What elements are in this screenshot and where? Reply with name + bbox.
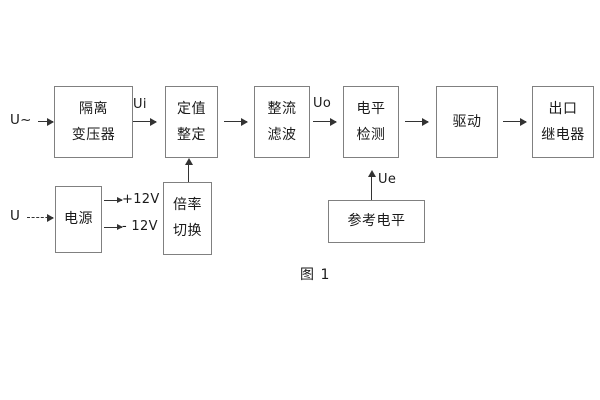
block-multiplier-switch-line1: 倍率 — [173, 197, 202, 214]
arrow-level-detection-to-drive — [405, 117, 429, 126]
arrow-ac-to-isolation-transformer — [38, 117, 54, 126]
block-rectify-filter-line2: 滤波 — [267, 126, 297, 143]
arrow-dc-to-power-supply — [27, 214, 54, 222]
arrow-power-supply-positive-rail — [104, 196, 123, 203]
input-label-ac: U~ — [10, 112, 32, 128]
block-level-detection: 电平 检测 — [343, 86, 399, 158]
block-power-supply: 电源 — [55, 186, 102, 253]
block-reference-level-line1: 参考电平 — [347, 213, 406, 230]
arrow-reference-level-to-level-detection — [367, 170, 376, 200]
block-rectify-filter-line1: 整流 — [267, 100, 297, 117]
arrow-power-supply-negative-rail — [104, 223, 123, 230]
arrow-setpoint-to-rectify-filter — [224, 117, 248, 126]
block-isolation-transformer-line2: 变压器 — [71, 126, 116, 143]
block-isolation-transformer-line1: 隔离 — [79, 100, 108, 117]
block-setpoint-setting-line2: 整定 — [177, 126, 206, 143]
block-output-relay-line1: 出口 — [548, 100, 578, 117]
block-drive: 驱动 — [436, 86, 498, 158]
arrow-drive-to-output-relay — [503, 117, 527, 126]
rail-label-negative: - 12V — [122, 219, 158, 234]
arrow-rectify-filter-to-level-detection — [313, 117, 337, 126]
block-multiplier-switch: 倍率 切换 — [163, 182, 212, 255]
figure-caption: 图 1 — [300, 267, 331, 283]
block-reference-level: 参考电平 — [328, 200, 425, 243]
block-level-detection-line1: 电平 — [356, 100, 386, 117]
rail-label-positive: +12V — [122, 192, 160, 207]
block-rectify-filter: 整流 滤波 — [254, 86, 310, 158]
block-drive-line1: 驱动 — [452, 113, 482, 130]
arrow-isolation-transformer-to-setpoint — [133, 117, 157, 126]
block-output-relay-line2: 继电器 — [541, 126, 585, 143]
block-output-relay: 出口 继电器 — [532, 86, 594, 158]
signal-label-ue: Ue — [378, 172, 397, 187]
arrow-multiplier-switch-to-setpoint — [184, 158, 193, 182]
block-multiplier-switch-line2: 切换 — [173, 223, 202, 239]
block-isolation-transformer: 隔离 变压器 — [54, 86, 133, 158]
block-power-supply-line1: 电源 — [64, 211, 93, 228]
block-setpoint-setting-line1: 定值 — [177, 100, 206, 117]
block-level-detection-line2: 检测 — [356, 126, 386, 143]
block-setpoint-setting: 定值 整定 — [165, 86, 218, 158]
signal-label-ui: Ui — [133, 97, 147, 112]
input-label-dc: U — [10, 208, 21, 224]
signal-label-uo: Uo — [313, 96, 332, 111]
